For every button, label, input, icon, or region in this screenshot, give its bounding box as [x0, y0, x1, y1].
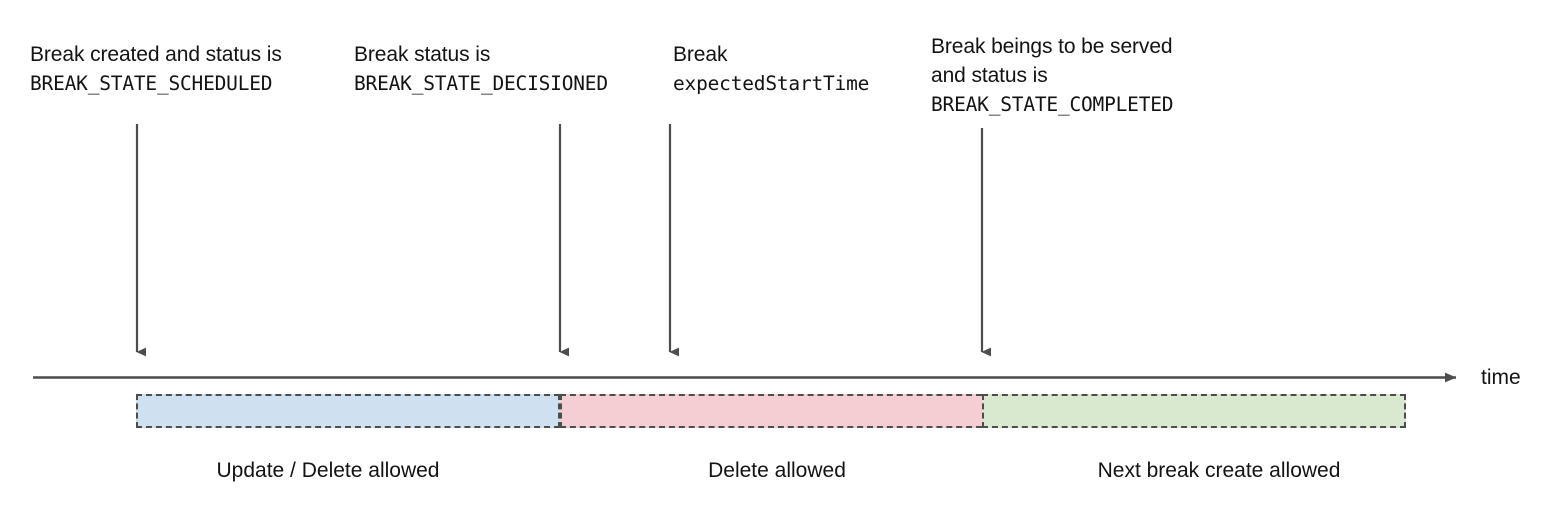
event-label-completed: Break beings to be served and status is …: [931, 32, 1174, 119]
event-label-expected-start-line1: Break: [673, 43, 728, 66]
event-label-decisioned: Break status is BREAK_STATE_DECISIONED: [354, 40, 608, 98]
event-label-decisioned-line1: Break status is: [354, 43, 491, 66]
event-label-completed-line2: and status is: [931, 64, 1048, 87]
phase-bar-delete-only: [560, 394, 982, 428]
event-label-expected-start-line2: expectedStartTime: [673, 72, 870, 95]
event-label-decisioned-line2: BREAK_STATE_DECISIONED: [354, 72, 608, 95]
event-label-created-line1: Break created and status is: [30, 43, 282, 66]
event-label-expected-start: Break expectedStartTime: [673, 40, 869, 98]
phase-bar-update-delete: [136, 394, 560, 428]
phase-bar-next-break: [982, 394, 1406, 428]
event-label-completed-line1: Break beings to be served: [931, 35, 1173, 58]
event-label-completed-line3: BREAK_STATE_COMPLETED: [931, 93, 1174, 116]
phase-caption-update-delete: Update / Delete allowed: [216, 459, 440, 482]
event-label-created: Break created and status is BREAK_STATE_…: [30, 40, 282, 98]
event-label-created-line2: BREAK_STATE_SCHEDULED: [30, 72, 273, 95]
phase-caption-next-break: Next break create allowed: [1097, 459, 1341, 482]
phase-caption-delete-only: Delete allowed: [708, 459, 846, 482]
time-axis-label: time: [1481, 366, 1521, 389]
